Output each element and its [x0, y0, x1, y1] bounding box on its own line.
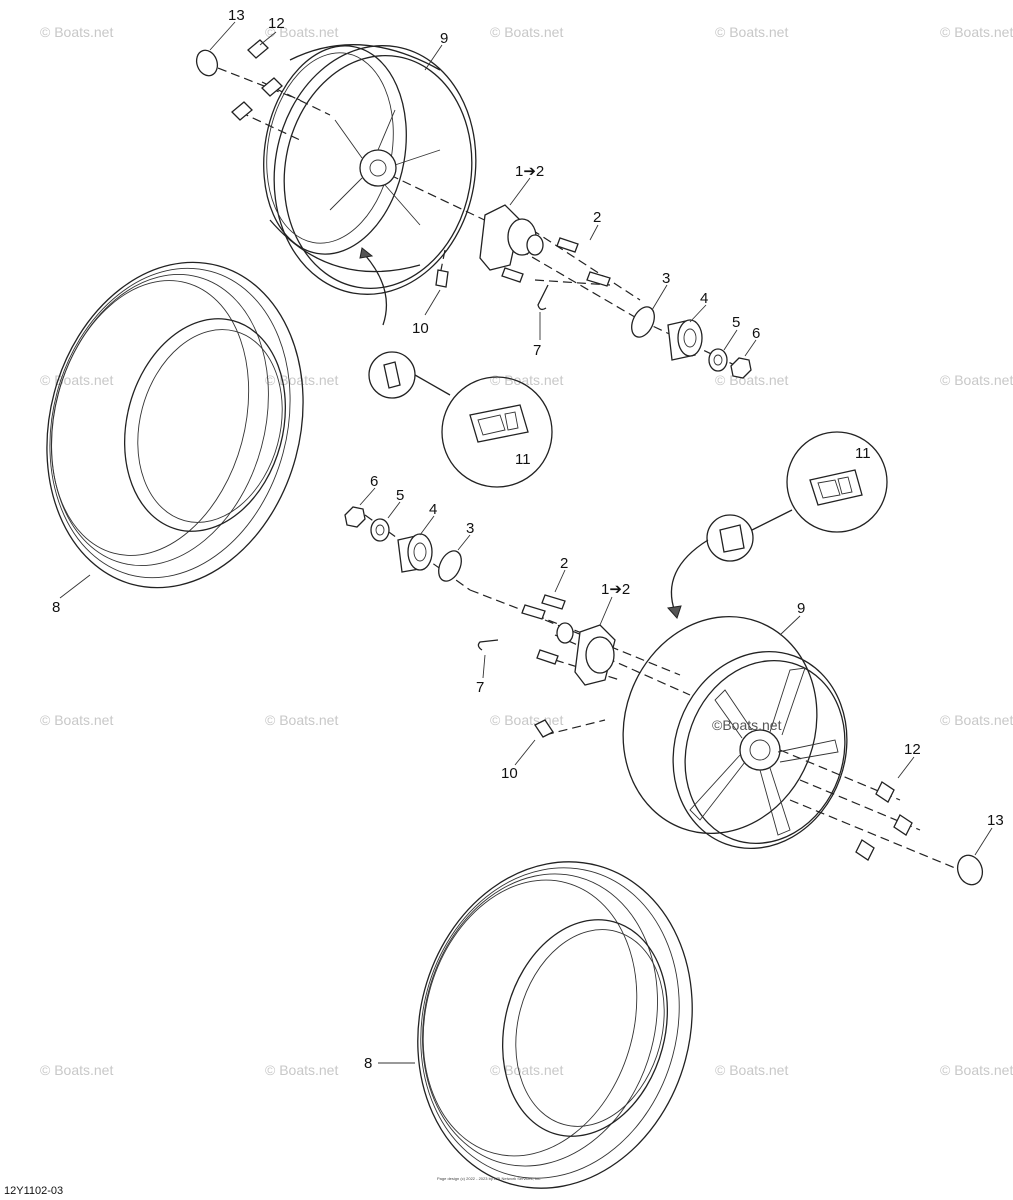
- upper-nut: [730, 357, 752, 379]
- watermark: © Boats.net: [40, 1062, 113, 1078]
- callout-12: 12: [904, 741, 921, 758]
- copyright-note: Page design (c) 2022 - 2023 by ARI Netwo…: [437, 1176, 541, 1181]
- lower-wheel-rim: ©Boats.net: [622, 615, 848, 850]
- upper-decal-detail: [359, 247, 553, 488]
- callout-7: 7: [476, 679, 484, 696]
- callout-9: 9: [440, 30, 448, 47]
- watermark: © Boats.net: [715, 372, 788, 388]
- callout-8: 8: [52, 599, 60, 616]
- callout-2: 2: [560, 555, 568, 572]
- wheel-watermark: ©Boats.net: [712, 717, 782, 733]
- lower-lug-nuts: [855, 781, 913, 861]
- watermark: © Boats.net: [490, 372, 563, 388]
- lower-decal-detail: [667, 431, 888, 619]
- left-tire: [46, 261, 304, 589]
- upper-bearing: [667, 319, 703, 361]
- bottom-tire: [417, 861, 693, 1189]
- watermark: © Boats.net: [40, 712, 113, 728]
- callout-10: 10: [412, 320, 429, 337]
- callout-6: 6: [370, 473, 378, 490]
- lower-nut: [344, 506, 366, 528]
- watermark: © Boats.net: [40, 372, 113, 388]
- upper-lug-nuts: [231, 39, 283, 121]
- lower-retaining-ring: [438, 550, 462, 582]
- upper-wheel-rim: [263, 44, 477, 295]
- callout-5: 5: [732, 314, 740, 331]
- upper-studs: [501, 237, 611, 287]
- watermark: © Boats.net: [490, 24, 563, 40]
- callout-2: 2: [593, 209, 601, 226]
- watermark: © Boats.net: [715, 1062, 788, 1078]
- callout-10: 10: [501, 765, 518, 782]
- upper-retaining-ring: [631, 306, 655, 338]
- callout-8: 8: [364, 1055, 372, 1072]
- watermark: © Boats.net: [265, 712, 338, 728]
- callout-4: 4: [429, 501, 437, 518]
- watermark: © Boats.net: [40, 24, 113, 40]
- upper-lock-ring: [195, 49, 219, 77]
- callout-3: 3: [662, 270, 670, 287]
- watermark: © Boats.net: [940, 1062, 1013, 1078]
- callout-7: 7: [533, 342, 541, 359]
- callout-5: 5: [396, 487, 404, 504]
- watermark: © Boats.net: [940, 372, 1013, 388]
- watermark: © Boats.net: [940, 712, 1013, 728]
- lower-lock-ring: [956, 854, 984, 886]
- callout-9: 9: [797, 600, 805, 617]
- watermark: © Boats.net: [940, 24, 1013, 40]
- callout-11: 11: [855, 445, 871, 462]
- callout-1-to-2: 1➔2: [601, 581, 630, 598]
- lower-washer: [370, 518, 390, 542]
- upper-cotter-pin: [537, 284, 549, 311]
- watermark: © Boats.net: [265, 1062, 338, 1078]
- callout-4: 4: [700, 290, 708, 307]
- lower-cotter-pin: [477, 639, 499, 651]
- leader-lines: [59, 21, 993, 1064]
- lower-studs: [521, 594, 566, 665]
- callout-3: 3: [466, 520, 474, 537]
- lower-screw: [534, 719, 554, 738]
- watermark: © Boats.net: [490, 712, 563, 728]
- lower-bearing: [397, 533, 433, 573]
- upper-screw: [435, 269, 449, 288]
- upper-hub: [479, 204, 544, 271]
- callout-labels: 13 12 9 1➔2 2 3 4 5 6 10 7 11 8 6 5 4 3 …: [52, 7, 1004, 1072]
- callout-11: 11: [515, 451, 531, 468]
- watermark: © Boats.net: [490, 1062, 563, 1078]
- callout-12: 12: [268, 15, 285, 32]
- watermark: © Boats.net: [265, 24, 338, 40]
- upper-washer: [708, 348, 728, 372]
- callout-1-to-2: 1➔2: [515, 163, 544, 180]
- lower-hub: [556, 622, 616, 686]
- watermark: © Boats.net: [715, 24, 788, 40]
- callout-13: 13: [228, 7, 245, 24]
- callout-6: 6: [752, 325, 760, 342]
- diagram-code: 12Y1102-03: [4, 1185, 63, 1197]
- callout-13: 13: [987, 812, 1004, 829]
